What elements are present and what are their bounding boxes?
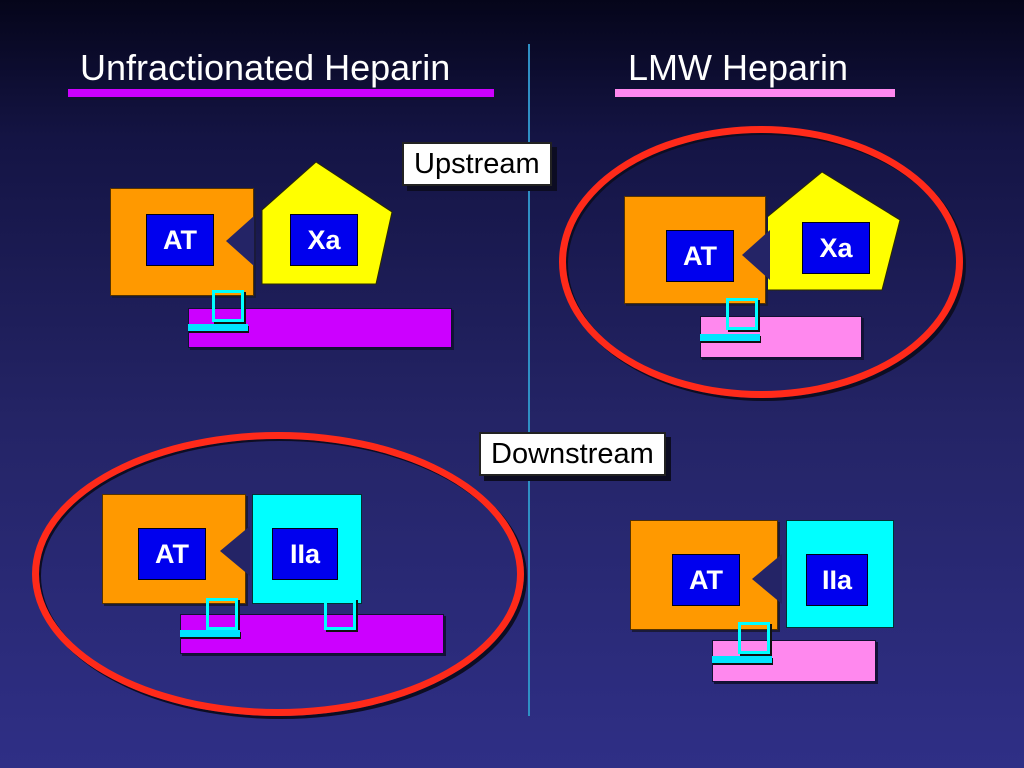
binding-site-icon — [206, 598, 238, 630]
binding-site-marker — [188, 324, 248, 331]
at-notch — [220, 526, 250, 576]
center-divider — [528, 44, 530, 716]
at-box: AT — [138, 528, 206, 580]
binding-site-icon — [212, 290, 244, 322]
highlight-ring-lmw-upstream — [559, 126, 963, 398]
upstream-label: Upstream — [402, 142, 552, 186]
iia-box: IIa — [272, 528, 338, 580]
binding-site-icon — [324, 598, 356, 630]
complex-lmw-xa: AT Xa — [622, 170, 922, 370]
xa-box: Xa — [290, 214, 358, 266]
at-notch — [226, 216, 254, 266]
iia-box: IIa — [806, 554, 868, 606]
complex-uf-xa: AT Xa — [108, 160, 452, 360]
title-unfractionated-heparin: Unfractionated Heparin — [80, 47, 451, 88]
binding-site-marker — [712, 656, 772, 663]
at-notch — [752, 554, 782, 604]
downstream-label: Downstream — [479, 432, 666, 476]
at-box: AT — [672, 554, 740, 606]
at-box: AT — [146, 214, 214, 266]
binding-site-icon — [738, 622, 770, 654]
at-box: AT — [666, 230, 734, 282]
at-notch — [742, 230, 770, 280]
complex-uf-iia: AT IIa — [102, 494, 452, 664]
title-lmw-heparin: LMW Heparin — [628, 47, 849, 88]
binding-site-marker — [180, 630, 240, 637]
binding-site-marker — [700, 334, 760, 341]
underline-lmw — [615, 89, 895, 97]
binding-site-icon — [726, 298, 758, 330]
complex-lmw-iia: AT IIa — [630, 520, 900, 690]
highlight-ring-uf-downstream — [32, 432, 524, 716]
underline-unfractionated — [68, 89, 494, 97]
xa-box: Xa — [802, 222, 870, 274]
